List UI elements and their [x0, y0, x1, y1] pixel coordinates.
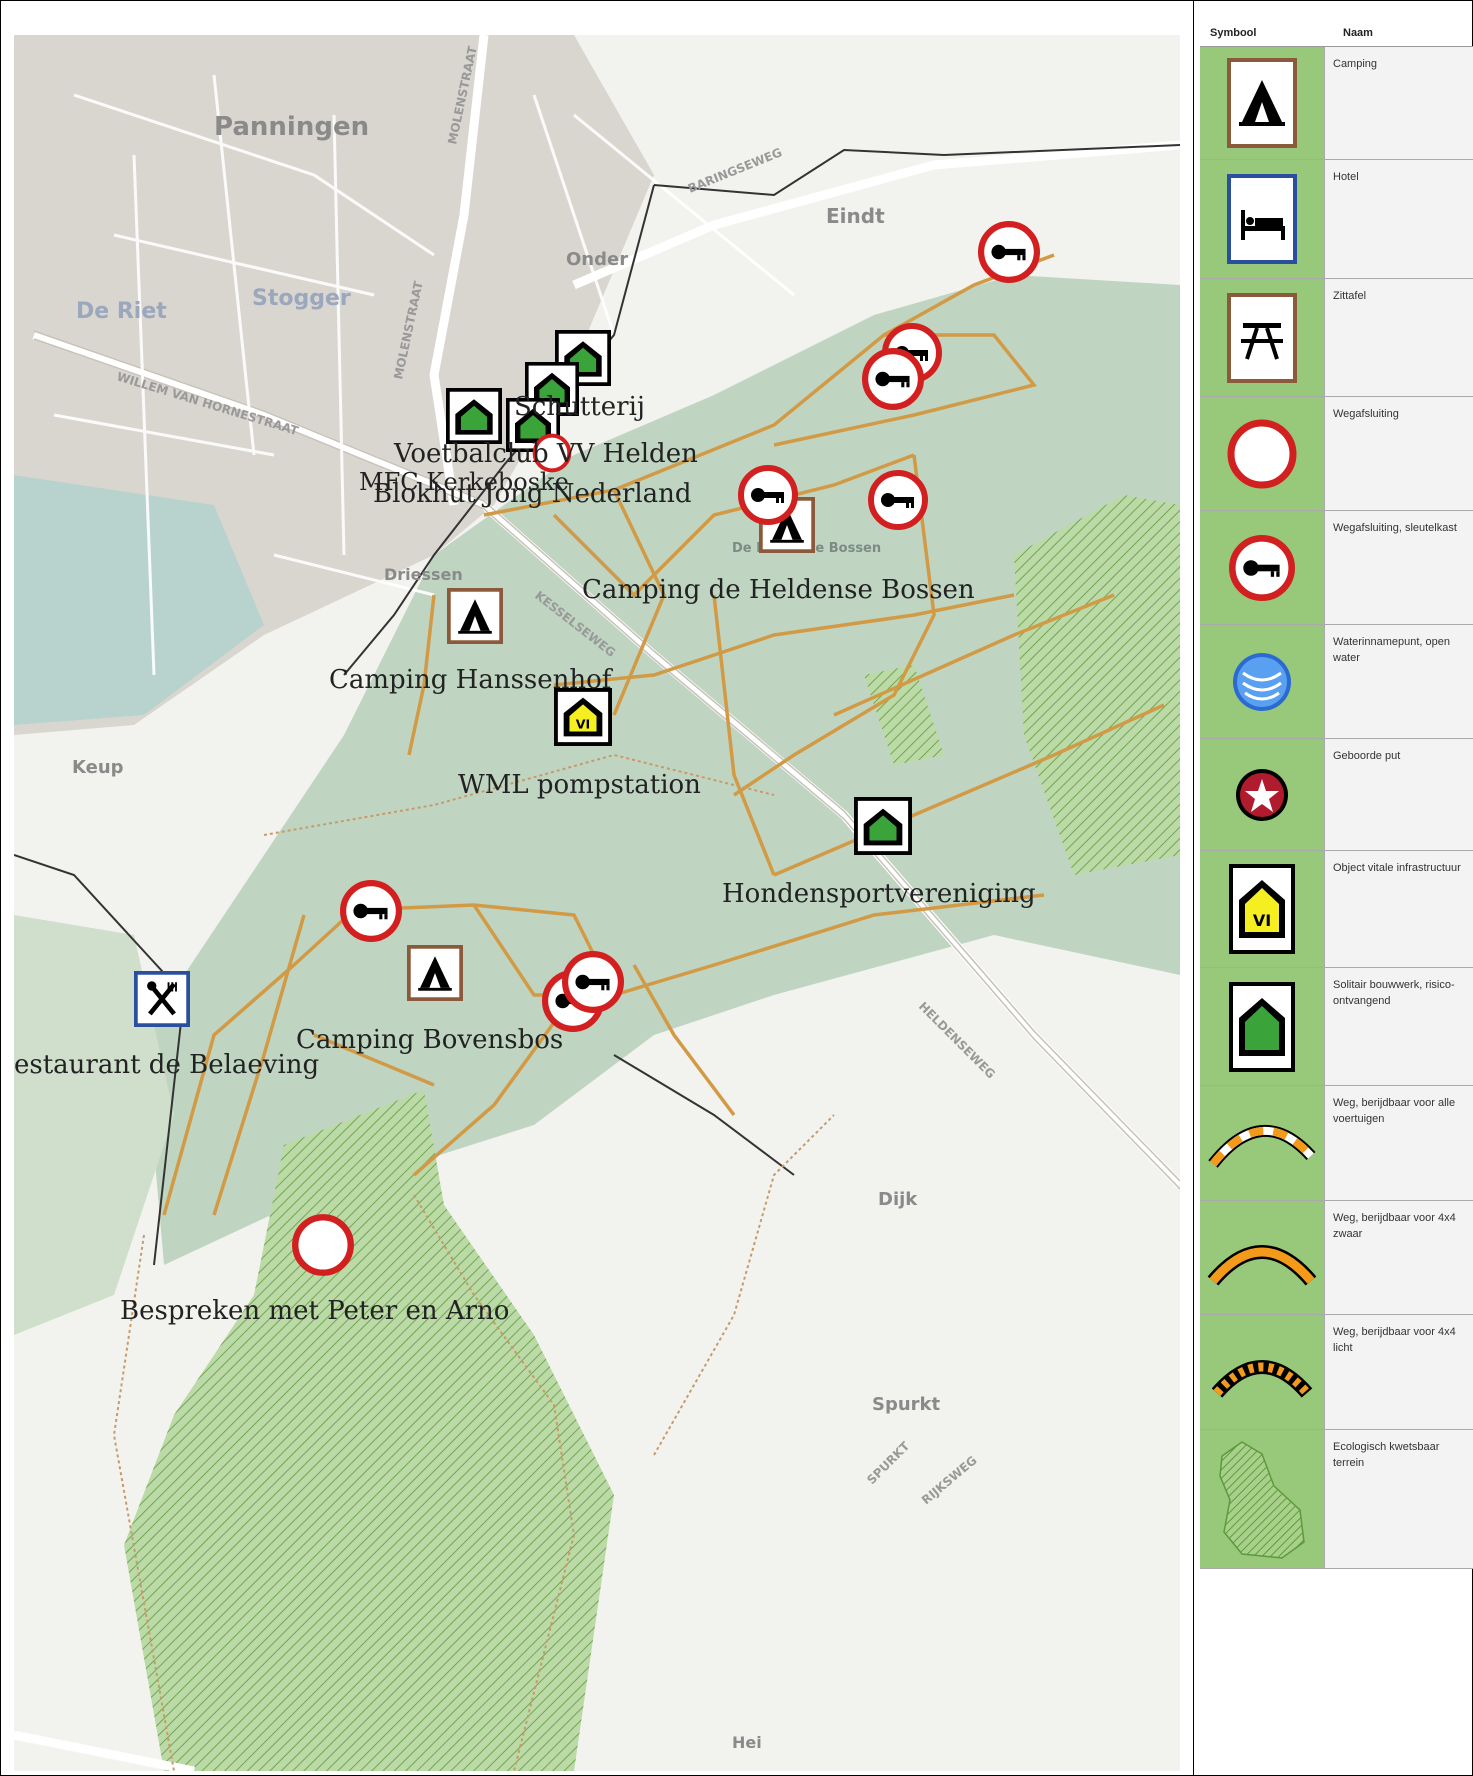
legend-label: Weg, berijdbaar voor alle voertuigen	[1325, 1086, 1473, 1200]
legend-label: Solitair bouwwerk, risico-ontvangend	[1325, 968, 1473, 1085]
town-streets	[53, 74, 795, 676]
dashed-borders	[112, 753, 835, 1771]
feature-label: Voetbalclub VV Helden	[393, 439, 698, 469]
solitary-building-icon	[1229, 981, 1295, 1072]
legend-row-hotel: Hotel	[1200, 160, 1473, 279]
feature-label: Schutterij	[514, 392, 645, 422]
road-closure-icon	[1227, 419, 1297, 488]
feature-label: Camping Bovensbos	[296, 1025, 563, 1055]
vital-infrastructure-icon[interactable]	[554, 688, 612, 746]
legend-label: Geboorde put	[1325, 739, 1473, 850]
picnic-table-icon	[1227, 292, 1297, 383]
place-label: Dijk	[878, 1189, 918, 1210]
place-label: Driessen	[384, 565, 463, 584]
legend-row-drilled-well: Geboorde put	[1200, 739, 1473, 851]
feature-label: WML pompstation	[458, 770, 701, 800]
place-label: Keup	[72, 757, 124, 778]
feature-label: estaurant de Belaeving	[14, 1050, 319, 1080]
restaurant-icon[interactable]	[136, 973, 188, 1025]
solitary-building-icon[interactable]	[446, 388, 502, 444]
legend-row-picnic-table: Zittafel	[1200, 279, 1473, 397]
legend-label: Ecologisch kwetsbaar terrein	[1325, 1430, 1473, 1568]
feature-label: MFC Kerkeboske	[359, 468, 569, 496]
legend-row-road-4x4-heavy: Weg, berijdbaar voor 4x4 zwaar	[1200, 1201, 1473, 1315]
road-closure-key-icon[interactable]	[981, 224, 1037, 280]
legend-label: Weg, berijdbaar voor 4x4 zwaar	[1325, 1201, 1473, 1314]
legend-label: Waterinnamepunt, open water	[1325, 625, 1473, 738]
vital-infrastructure-icon: VI	[1229, 864, 1295, 954]
feature-label: Blokhut Jong Nederland	[373, 479, 692, 509]
place-label: De Riet	[76, 299, 167, 324]
road-closure-key-icon[interactable]	[741, 468, 795, 522]
legend-row-ecological-area: Ecologisch kwetsbaar terrein	[1200, 1430, 1473, 1569]
map-panel[interactable]: VI	[0, 0, 1194, 1776]
camping-icon[interactable]	[407, 945, 463, 1001]
road-closure-key-icon[interactable]	[343, 883, 399, 939]
water-meadow	[14, 475, 264, 725]
legend-row-water-intake: Waterinnamepunt, open water	[1200, 625, 1473, 739]
legend-row-road-closure-key: Wegafsluiting, sleutelkast	[1200, 511, 1473, 625]
ecological-area	[124, 1090, 614, 1771]
legend-header-name: Naam	[1343, 27, 1373, 39]
legend-label: Object vitale infrastructuur	[1325, 851, 1473, 967]
ecological-area	[864, 665, 944, 765]
legend-row-vital-infrastructure: VI Object vitale infrastructuur	[1200, 851, 1473, 968]
legend-label: Weg, berijdbaar voor 4x4 licht	[1325, 1315, 1473, 1429]
ecological-area	[1014, 495, 1180, 875]
drilled-well-icon	[1236, 768, 1288, 821]
legend-row-road-closure: Wegafsluiting	[1200, 397, 1473, 511]
solitary-building-icon[interactable]	[854, 797, 912, 855]
legend-label: Zittafel	[1325, 279, 1473, 396]
ecological-area-icon	[1219, 1441, 1305, 1559]
feature-label: Bespreken met Peter en Arno	[120, 1296, 509, 1326]
camping-icon	[1227, 58, 1297, 148]
place-label: Hei	[732, 1733, 762, 1752]
place-label: Onder	[566, 249, 628, 270]
place-label: Spurkt	[872, 1394, 941, 1415]
feature-label: Camping Hanssenhof	[329, 665, 614, 695]
boundary-lines	[14, 144, 1180, 1266]
legend-label: Wegafsluiting	[1325, 397, 1473, 510]
tracks	[162, 253, 1165, 1216]
place-label: Panningen	[214, 112, 369, 142]
place-label: Eindt	[826, 204, 885, 228]
legend-label: Wegafsluiting, sleutelkast	[1325, 511, 1473, 624]
camping-icon[interactable]	[447, 588, 503, 644]
place-label: Stogger	[252, 286, 351, 311]
legend-label: Camping	[1325, 47, 1473, 159]
legend-panel: Symbool Naam Camping Hotel Zittafel Wega…	[1200, 0, 1473, 1776]
road-edges	[33, 330, 1180, 1190]
roads	[14, 35, 1180, 1771]
feature-label: Hondensportvereniging	[722, 879, 1036, 909]
legend-row-solitary-building: Solitair bouwwerk, risico-ontvangend	[1200, 968, 1473, 1086]
legend-row-road-4x4-light: Weg, berijdbaar voor 4x4 licht	[1200, 1315, 1473, 1430]
legend-header: Symbool Naam	[1200, 20, 1473, 47]
road-closure-icon[interactable]	[295, 1217, 350, 1272]
road-closure-key-icon	[1229, 534, 1295, 601]
water-intake-icon	[1233, 652, 1291, 711]
road-4x4-heavy-icon	[1207, 1244, 1317, 1286]
feature-label: Camping de Heldense Bossen	[582, 575, 975, 605]
road-closure-key-icon[interactable]	[871, 473, 925, 527]
legend-header-symbol: Symbool	[1210, 27, 1257, 39]
road-all-vehicles-icon	[1208, 1125, 1316, 1168]
road-closure-key-icon[interactable]	[865, 351, 921, 407]
road-4x4-light-icon	[1211, 1360, 1313, 1398]
map[interactable]: VI	[14, 35, 1180, 1771]
legend-row-camping: Camping	[1200, 47, 1473, 160]
road-closure-key-icon[interactable]	[565, 954, 621, 1010]
legend-label: Hotel	[1325, 160, 1473, 278]
hotel-icon	[1227, 174, 1297, 264]
svg-text:VI: VI	[1253, 911, 1271, 930]
legend-row-road-all-vehicles: Weg, berijdbaar voor alle voertuigen	[1200, 1086, 1473, 1201]
